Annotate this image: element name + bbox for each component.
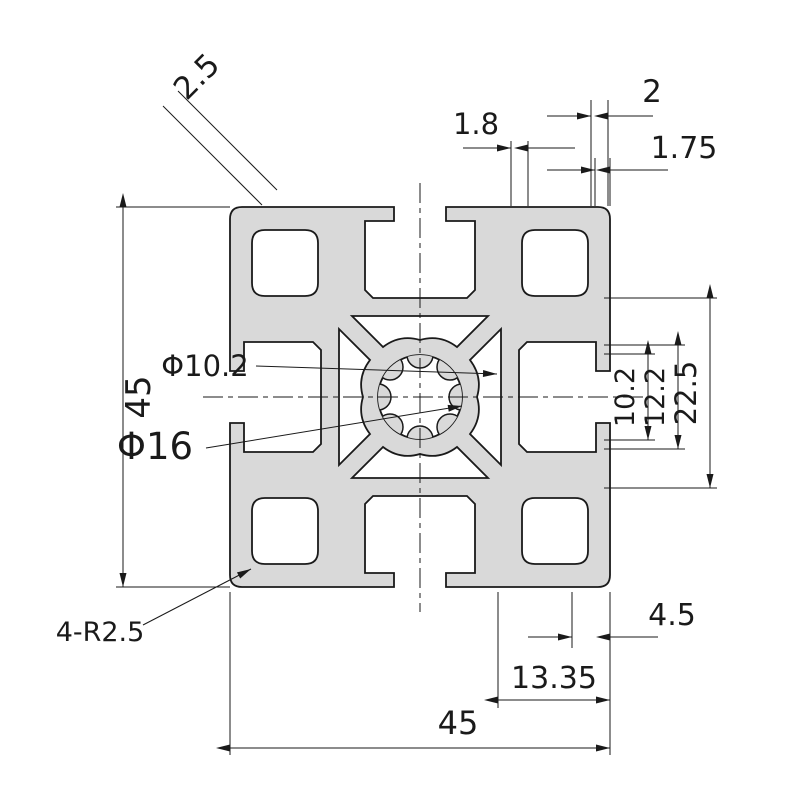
dim-lip-depth-label: 4.5 (648, 598, 696, 633)
dim-corner-radius-label: 4-R2.5 (56, 617, 145, 648)
dim-center-bore: Φ10.2 (161, 349, 498, 383)
dim-bore-circle-label: Φ16 (117, 425, 193, 468)
dim-corner-radius: 4-R2.5 (56, 568, 252, 648)
dim-corner-thickness: 2.5 (162, 47, 278, 206)
dim-profile-height-label: 45 (119, 375, 159, 418)
dim-slot-width-label: 12.2 (640, 367, 671, 427)
dim-corner-thickness-label: 2.5 (167, 47, 227, 107)
leader-line (255, 365, 498, 378)
dim-profile-height: 45 (116, 193, 230, 588)
dim-center-bore-label: Φ10.2 (161, 349, 248, 383)
leader-line (205, 404, 463, 449)
dim-slot-opening: 10.2 (604, 340, 655, 441)
dim-edge-step: 2 (547, 74, 662, 206)
dim-rib-thickness-label: 1.8 (453, 107, 499, 141)
bore-tooth (406, 425, 434, 439)
dim-slot-width: 12.2 (604, 331, 685, 450)
dim-slot-center-offset-label: 13.35 (511, 661, 597, 696)
centerlines (203, 183, 650, 612)
ext-line (162, 105, 263, 206)
dim-profile-width: 45 (216, 592, 611, 755)
dim-slot-opening-label: 10.2 (610, 367, 641, 427)
dim-edge-step-label: 2 (642, 74, 662, 110)
leader-line (142, 568, 252, 626)
dim-slot-center-offset: 13.35 (484, 592, 610, 708)
dim-lip-depth: 4.5 (528, 592, 696, 648)
dim-lip-thickness-label: 1.75 (651, 131, 718, 166)
dim-slot-pitch-label: 22.5 (669, 361, 703, 426)
dim-rib-thickness: 1.8 (453, 107, 575, 206)
dim-lip-thickness: 1.75 (547, 131, 717, 206)
dim-profile-width-label: 45 (438, 704, 479, 742)
dim-slot-pitch: 22.5 (604, 284, 717, 489)
ext-line (177, 90, 278, 191)
dim-bore-circle: Φ16 (117, 404, 463, 468)
